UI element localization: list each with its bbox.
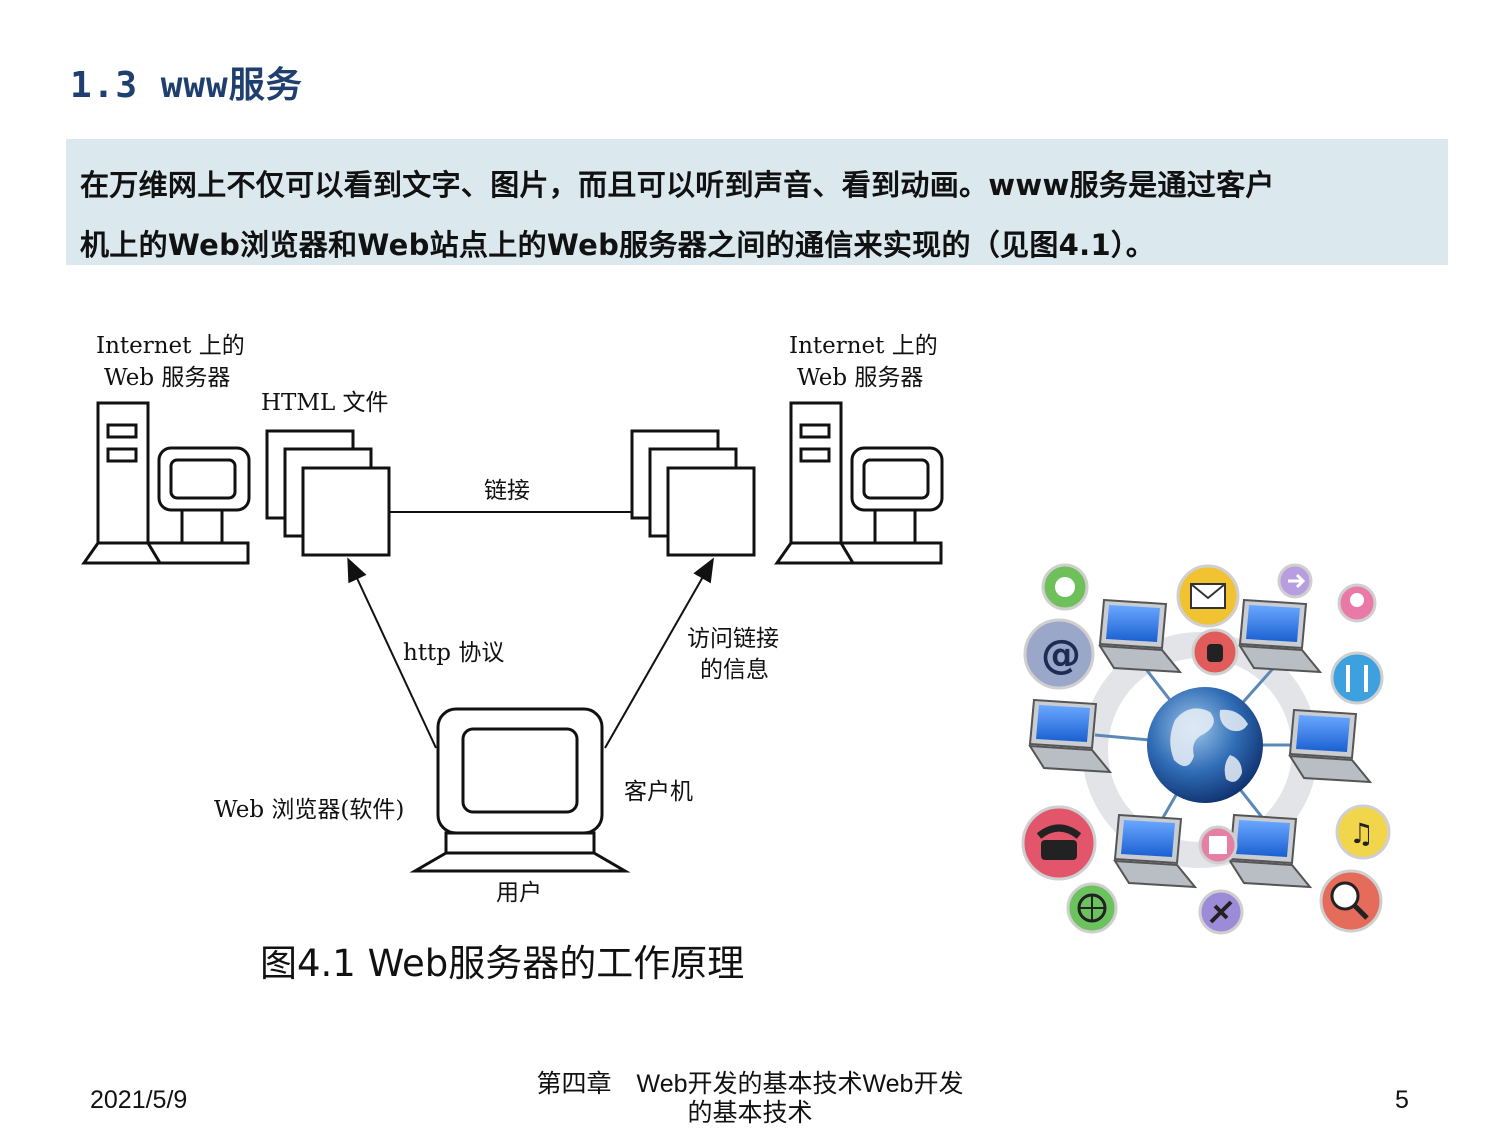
client-computer-icon xyxy=(409,707,631,873)
web-search-icon xyxy=(1319,869,1383,933)
at-sign-icon: @ xyxy=(1023,618,1095,690)
intro-line-2: 机上的Web浏览器和Web站点上的Web服务器之间的通信来实现的（见图4.1）。 xyxy=(80,228,1156,262)
web-server-diagram: Internet 上的 Web 服务器 HTML 文件 链接 Internet … xyxy=(81,333,944,906)
share-icon xyxy=(1277,563,1313,599)
intro-box: 在万维网上不仅可以看到文字、图片，而且可以听到声音、看到动画。www服务是通过客… xyxy=(66,139,1448,265)
user-label: 用户 xyxy=(496,880,542,906)
phone-icon xyxy=(1021,805,1097,881)
figure-caption: 图4.1 Web服务器的工作原理 xyxy=(260,942,745,985)
access-label-1: 访问链接 xyxy=(687,626,779,652)
page-number: 5 xyxy=(1395,1086,1409,1114)
music-icon: ♫ xyxy=(1335,804,1391,860)
laptop-icon xyxy=(1028,598,1373,889)
lightbulb-icon xyxy=(1337,583,1377,623)
http-label: http 协议 xyxy=(403,640,504,666)
left-server-label-1: Internet 上的 xyxy=(96,333,245,359)
left-html-files-icon xyxy=(265,429,391,557)
http-arrow xyxy=(347,557,437,749)
footer-chapter-line-2: 的基本技术 xyxy=(687,1099,813,1127)
right-html-files-icon xyxy=(630,429,756,557)
client-label: 客户机 xyxy=(624,779,693,805)
earth-icon xyxy=(1147,687,1263,803)
right-server-label-2: Web 服务器 xyxy=(797,365,923,391)
svg-text:♫: ♫ xyxy=(1349,817,1374,850)
html-files-label: HTML 文件 xyxy=(261,390,389,416)
svg-text:@: @ xyxy=(1041,632,1081,678)
network-illustration: @ ♫ xyxy=(1021,563,1391,935)
right-server-icon xyxy=(774,401,944,565)
airplane-icon xyxy=(1198,889,1244,935)
access-arrow xyxy=(604,557,714,749)
browser-label: Web 浏览器(软件) xyxy=(214,797,404,823)
hand-icon xyxy=(1191,628,1239,676)
tools-icon xyxy=(1330,651,1384,705)
email-icon xyxy=(1176,564,1240,628)
intro-line-1: 在万维网上不仅可以看到文字、图片，而且可以听到声音、看到动画。www服务是通过客… xyxy=(80,168,1275,202)
access-label-2: 的信息 xyxy=(700,657,769,683)
right-server-label-1: Internet 上的 xyxy=(789,333,938,359)
footer-date: 2021/5/9 xyxy=(90,1086,188,1114)
footer-chapter-line-1: 第四章 Web开发的基本技术Web开发 xyxy=(536,1070,964,1098)
globe-icon xyxy=(1066,882,1118,934)
save-icon xyxy=(1198,825,1238,865)
left-server-label-2: Web 服务器 xyxy=(104,365,230,391)
left-server-icon xyxy=(81,401,251,565)
link-label: 链接 xyxy=(484,478,530,504)
footer-chapter: 第四章 Web开发的基本技术Web开发 的基本技术 xyxy=(500,1070,1000,1128)
slide-title: 1.3 www服务 xyxy=(70,65,303,106)
film-icon xyxy=(1041,563,1089,611)
